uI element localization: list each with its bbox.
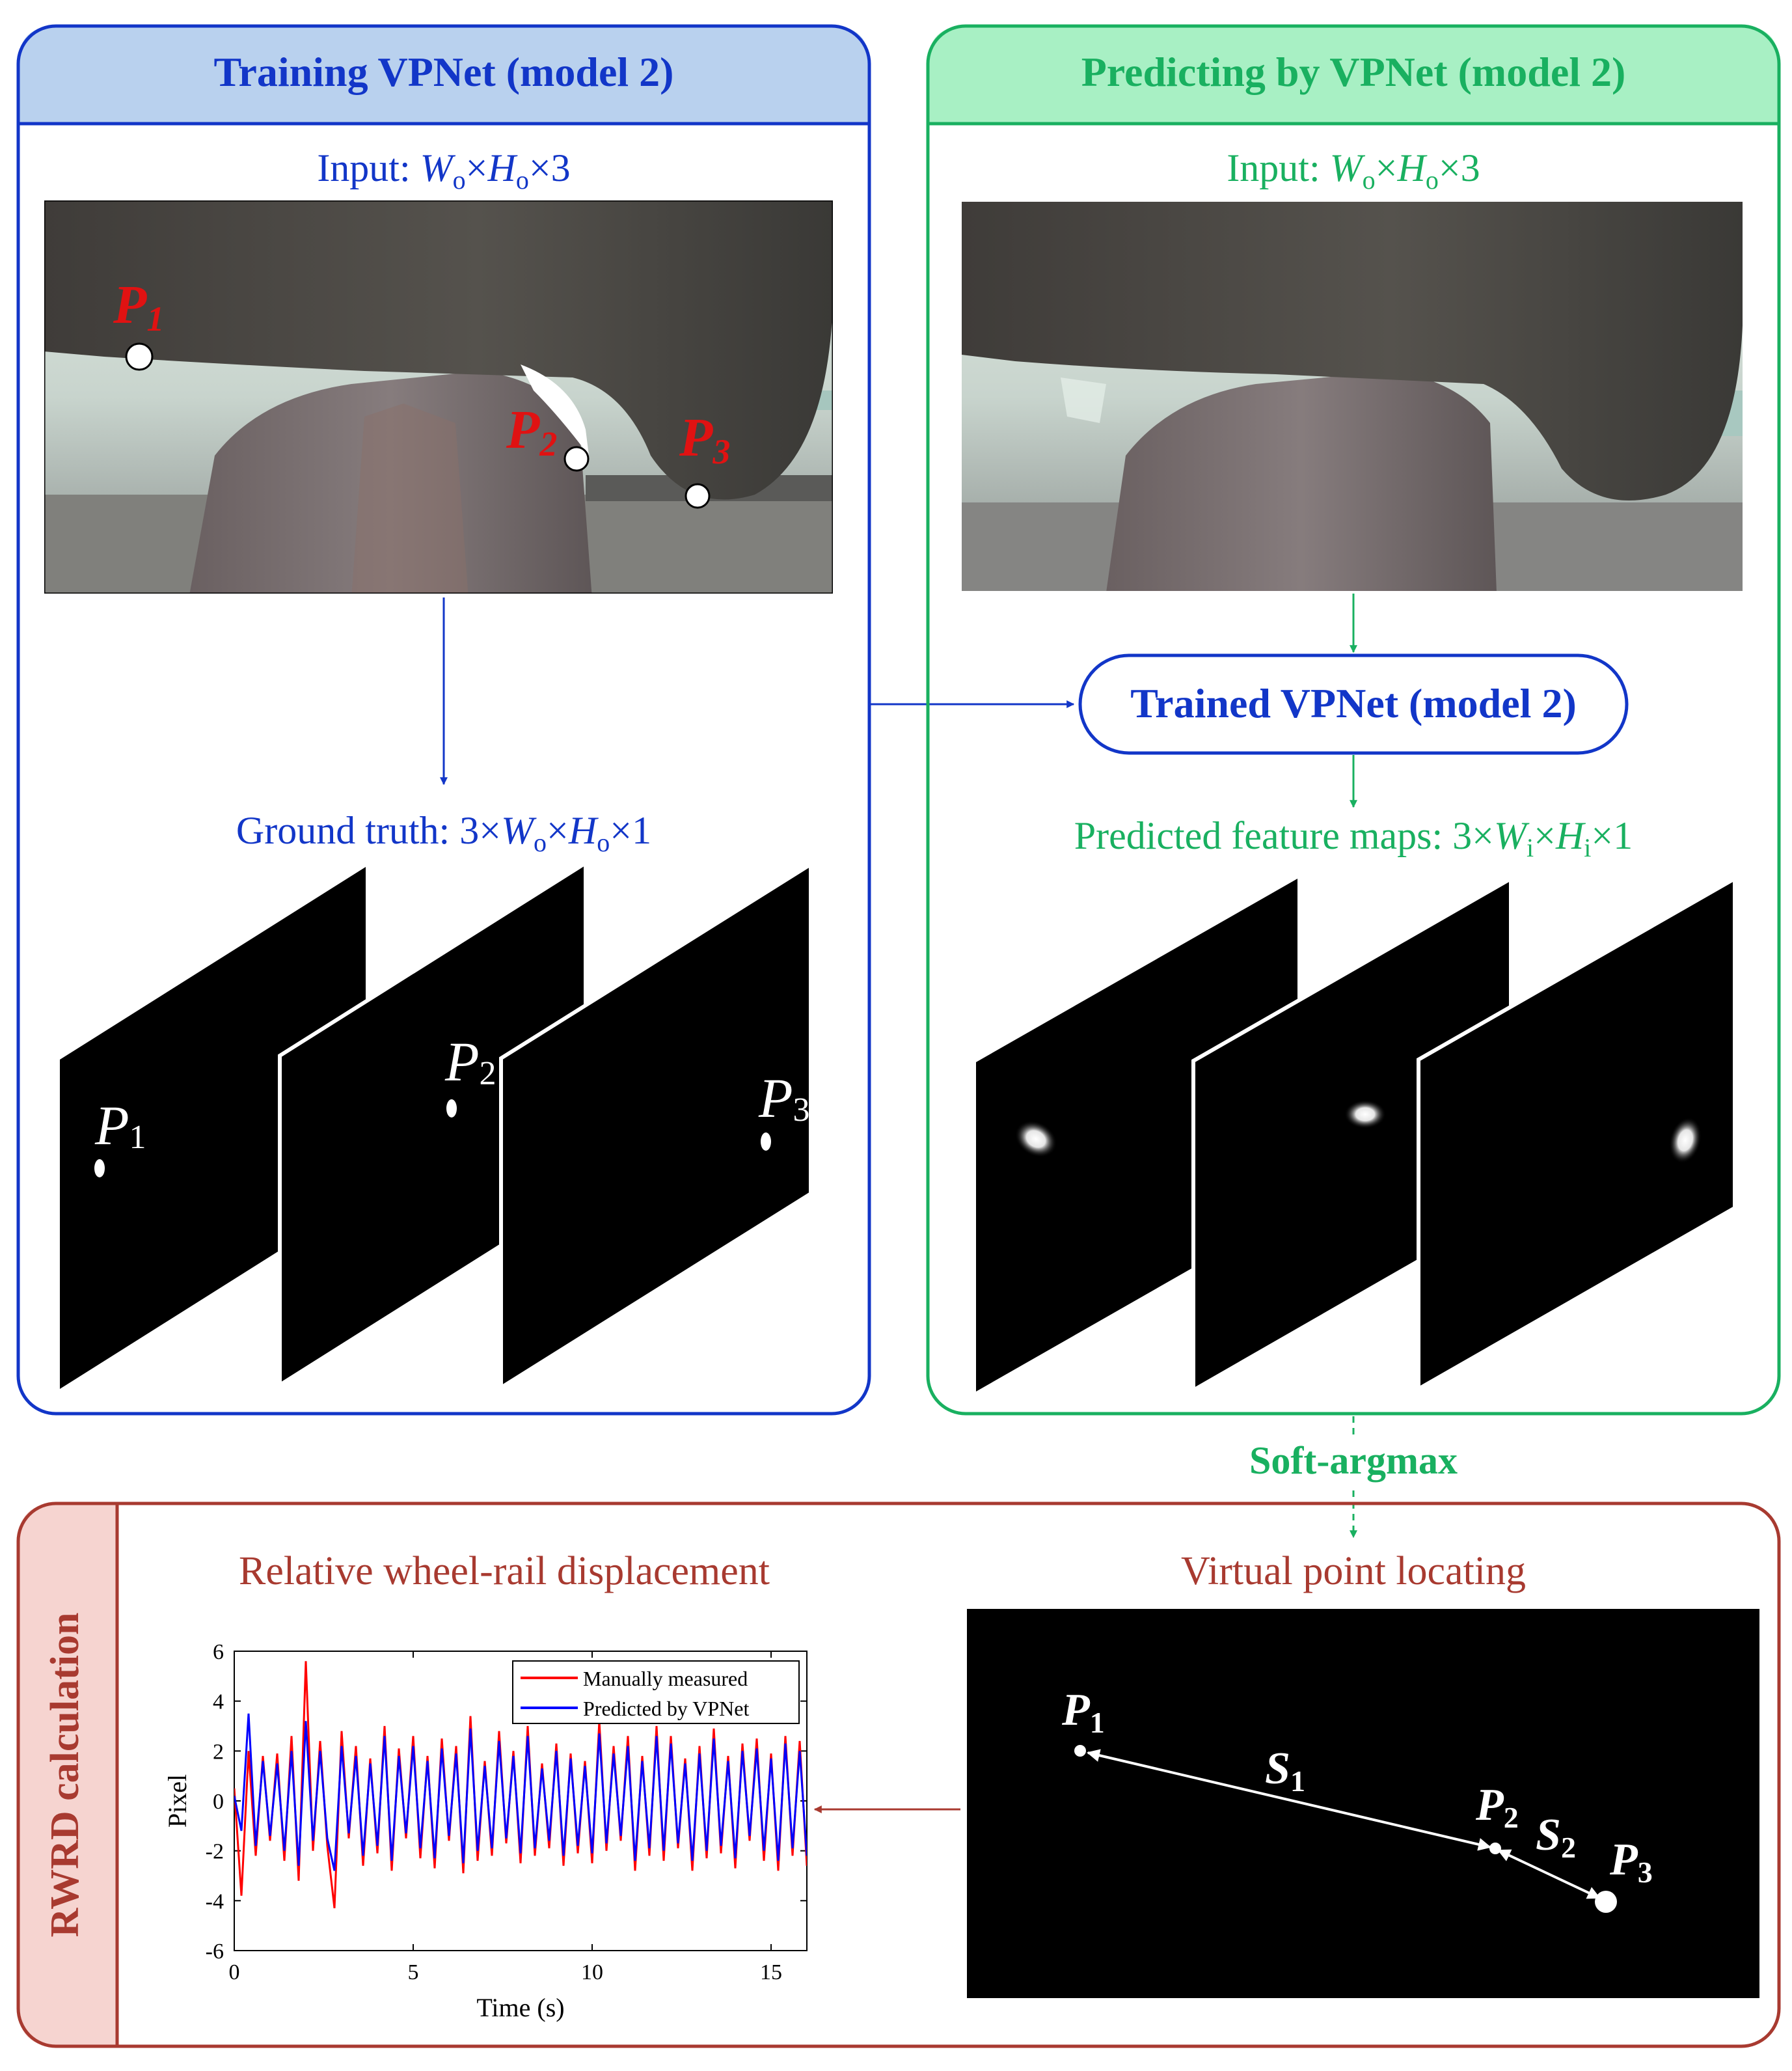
virtual-image-bg — [967, 1609, 1759, 1998]
virtual-point-marker — [1489, 1843, 1501, 1854]
y-tick-label: 4 — [213, 1690, 224, 1714]
training-input-label: Input: Wo×Ho×3 — [317, 146, 570, 195]
predicting-header-bg — [928, 26, 1779, 124]
virtual-point-label: P2 — [1475, 1780, 1519, 1834]
segment-s1-arrow — [1087, 1749, 1491, 1851]
y-axis-label: Pixel — [163, 1774, 192, 1828]
y-tick-label: -4 — [206, 1889, 224, 1913]
virtual-title: Virtual point locating — [1181, 1549, 1526, 1593]
ground-truth-map — [499, 860, 813, 1392]
virtual-point-marker — [1595, 1891, 1617, 1913]
image-point-label: P3 — [679, 407, 730, 471]
legend-label-manual: Manually measured — [583, 1667, 748, 1690]
segment-s2-arrow — [1497, 1849, 1601, 1899]
predicting-input-label: Input: Wo×Ho×3 — [1227, 146, 1480, 195]
displacement-title: Relative wheel-rail displacement — [239, 1549, 770, 1593]
predicting-panel: Predicting by VPNet (model 2) Input: Wo×… — [926, 24, 1781, 1416]
y-tick-label: -2 — [206, 1840, 224, 1864]
legend-box — [512, 1660, 800, 1724]
x-tick-label: 10 — [581, 1960, 603, 1984]
x-tick-label: 15 — [760, 1960, 782, 1984]
displacement-chart: 0 5 10 15 -6 -4 -2 0 2 4 6 Time (s) Pixel Manually… — [163, 1640, 808, 2022]
y-tick-label: -6 — [206, 1940, 224, 1964]
image-point-marker — [685, 483, 711, 509]
trained-vpnet-box-outline — [1078, 653, 1629, 755]
trained-vpnet-box: Trained VPNet (model 2) — [1078, 653, 1629, 755]
segment-label: S2 — [1536, 1810, 1576, 1864]
predicted-blob — [1344, 1100, 1386, 1129]
predicted-blob — [1669, 1117, 1702, 1164]
predicted-map — [976, 879, 1297, 1392]
predicting-panel-border — [926, 24, 1781, 1416]
ground-truth-dot — [761, 1132, 771, 1151]
y-tick-label: 2 — [213, 1740, 224, 1764]
ground-truth-map-label: P1 — [94, 1094, 146, 1157]
training-panel: Training VPNet (model 2) Input: Wo×Ho×3 … — [16, 24, 871, 1416]
segment-label: S1 — [1265, 1744, 1305, 1798]
ground-truth-maps: P1 P2 P3 — [60, 859, 813, 1392]
image-point-marker — [563, 446, 590, 472]
rwrd-side-label: RWRD calculation — [43, 1613, 87, 1938]
chart-legend: Manually measured Predicted by VPNet — [512, 1660, 800, 1724]
ground-truth-map — [60, 867, 366, 1389]
x-tick-label: 5 — [408, 1960, 419, 1984]
predicting-title: Predicting by VPNet (model 2) — [1081, 49, 1626, 95]
training-title: Training VPNet (model 2) — [214, 49, 674, 95]
virtual-point-label: P3 — [1609, 1835, 1653, 1889]
virtual-point-marker — [1074, 1745, 1086, 1757]
soft-argmax-label: Soft-argmax — [1249, 1439, 1458, 1482]
ground-truth-dot — [446, 1099, 457, 1118]
rwrd-side-bg — [18, 1503, 117, 2046]
ground-truth-map-label: P2 — [444, 1030, 496, 1093]
training-image-points: P1 P2 P3 — [113, 275, 730, 509]
rwrd-panel-border — [16, 1502, 1781, 2048]
trained-vpnet-label: Trained VPNet (model 2) — [1130, 680, 1577, 726]
legend-label-predicted: Predicted by VPNet — [583, 1697, 749, 1720]
training-input-image — [44, 200, 833, 594]
image-point-label: P1 — [113, 275, 164, 338]
ground-truth-map-label: P3 — [758, 1067, 810, 1129]
axis-ticks: 0 5 10 15 -6 -4 -2 0 2 4 6 — [206, 1640, 807, 1984]
virtual-point-label: P1 — [1061, 1685, 1105, 1739]
predicted-blob — [1014, 1120, 1057, 1158]
virtual-point-image: P1 P2 P3 S1 S2 — [967, 1609, 1759, 1998]
rwrd-panel: RWRD calculation Relative wheel-rail dis… — [16, 1502, 1781, 2048]
image-point-label: P2 — [506, 400, 557, 463]
ground-truth-dot — [94, 1159, 105, 1177]
y-tick-label: 0 — [213, 1790, 224, 1814]
predicted-map — [1417, 875, 1737, 1393]
predicted-feature-maps — [976, 875, 1737, 1394]
ground-truth-label: Ground truth: 3×Wo×Ho×1 — [236, 809, 651, 857]
x-axis-label: Time (s) — [476, 1993, 564, 2022]
predicting-input-image — [962, 202, 1743, 591]
image-point-marker — [125, 342, 154, 371]
training-header-bg — [18, 26, 869, 124]
predicted-maps-label: Predicted feature maps: 3×Wi×Hi×1 — [1074, 814, 1633, 862]
series-predicted-by-vpnet — [234, 1713, 807, 1871]
training-panel-border — [16, 24, 871, 1416]
x-tick-label: 0 — [229, 1960, 240, 1984]
y-tick-label: 6 — [213, 1640, 224, 1664]
